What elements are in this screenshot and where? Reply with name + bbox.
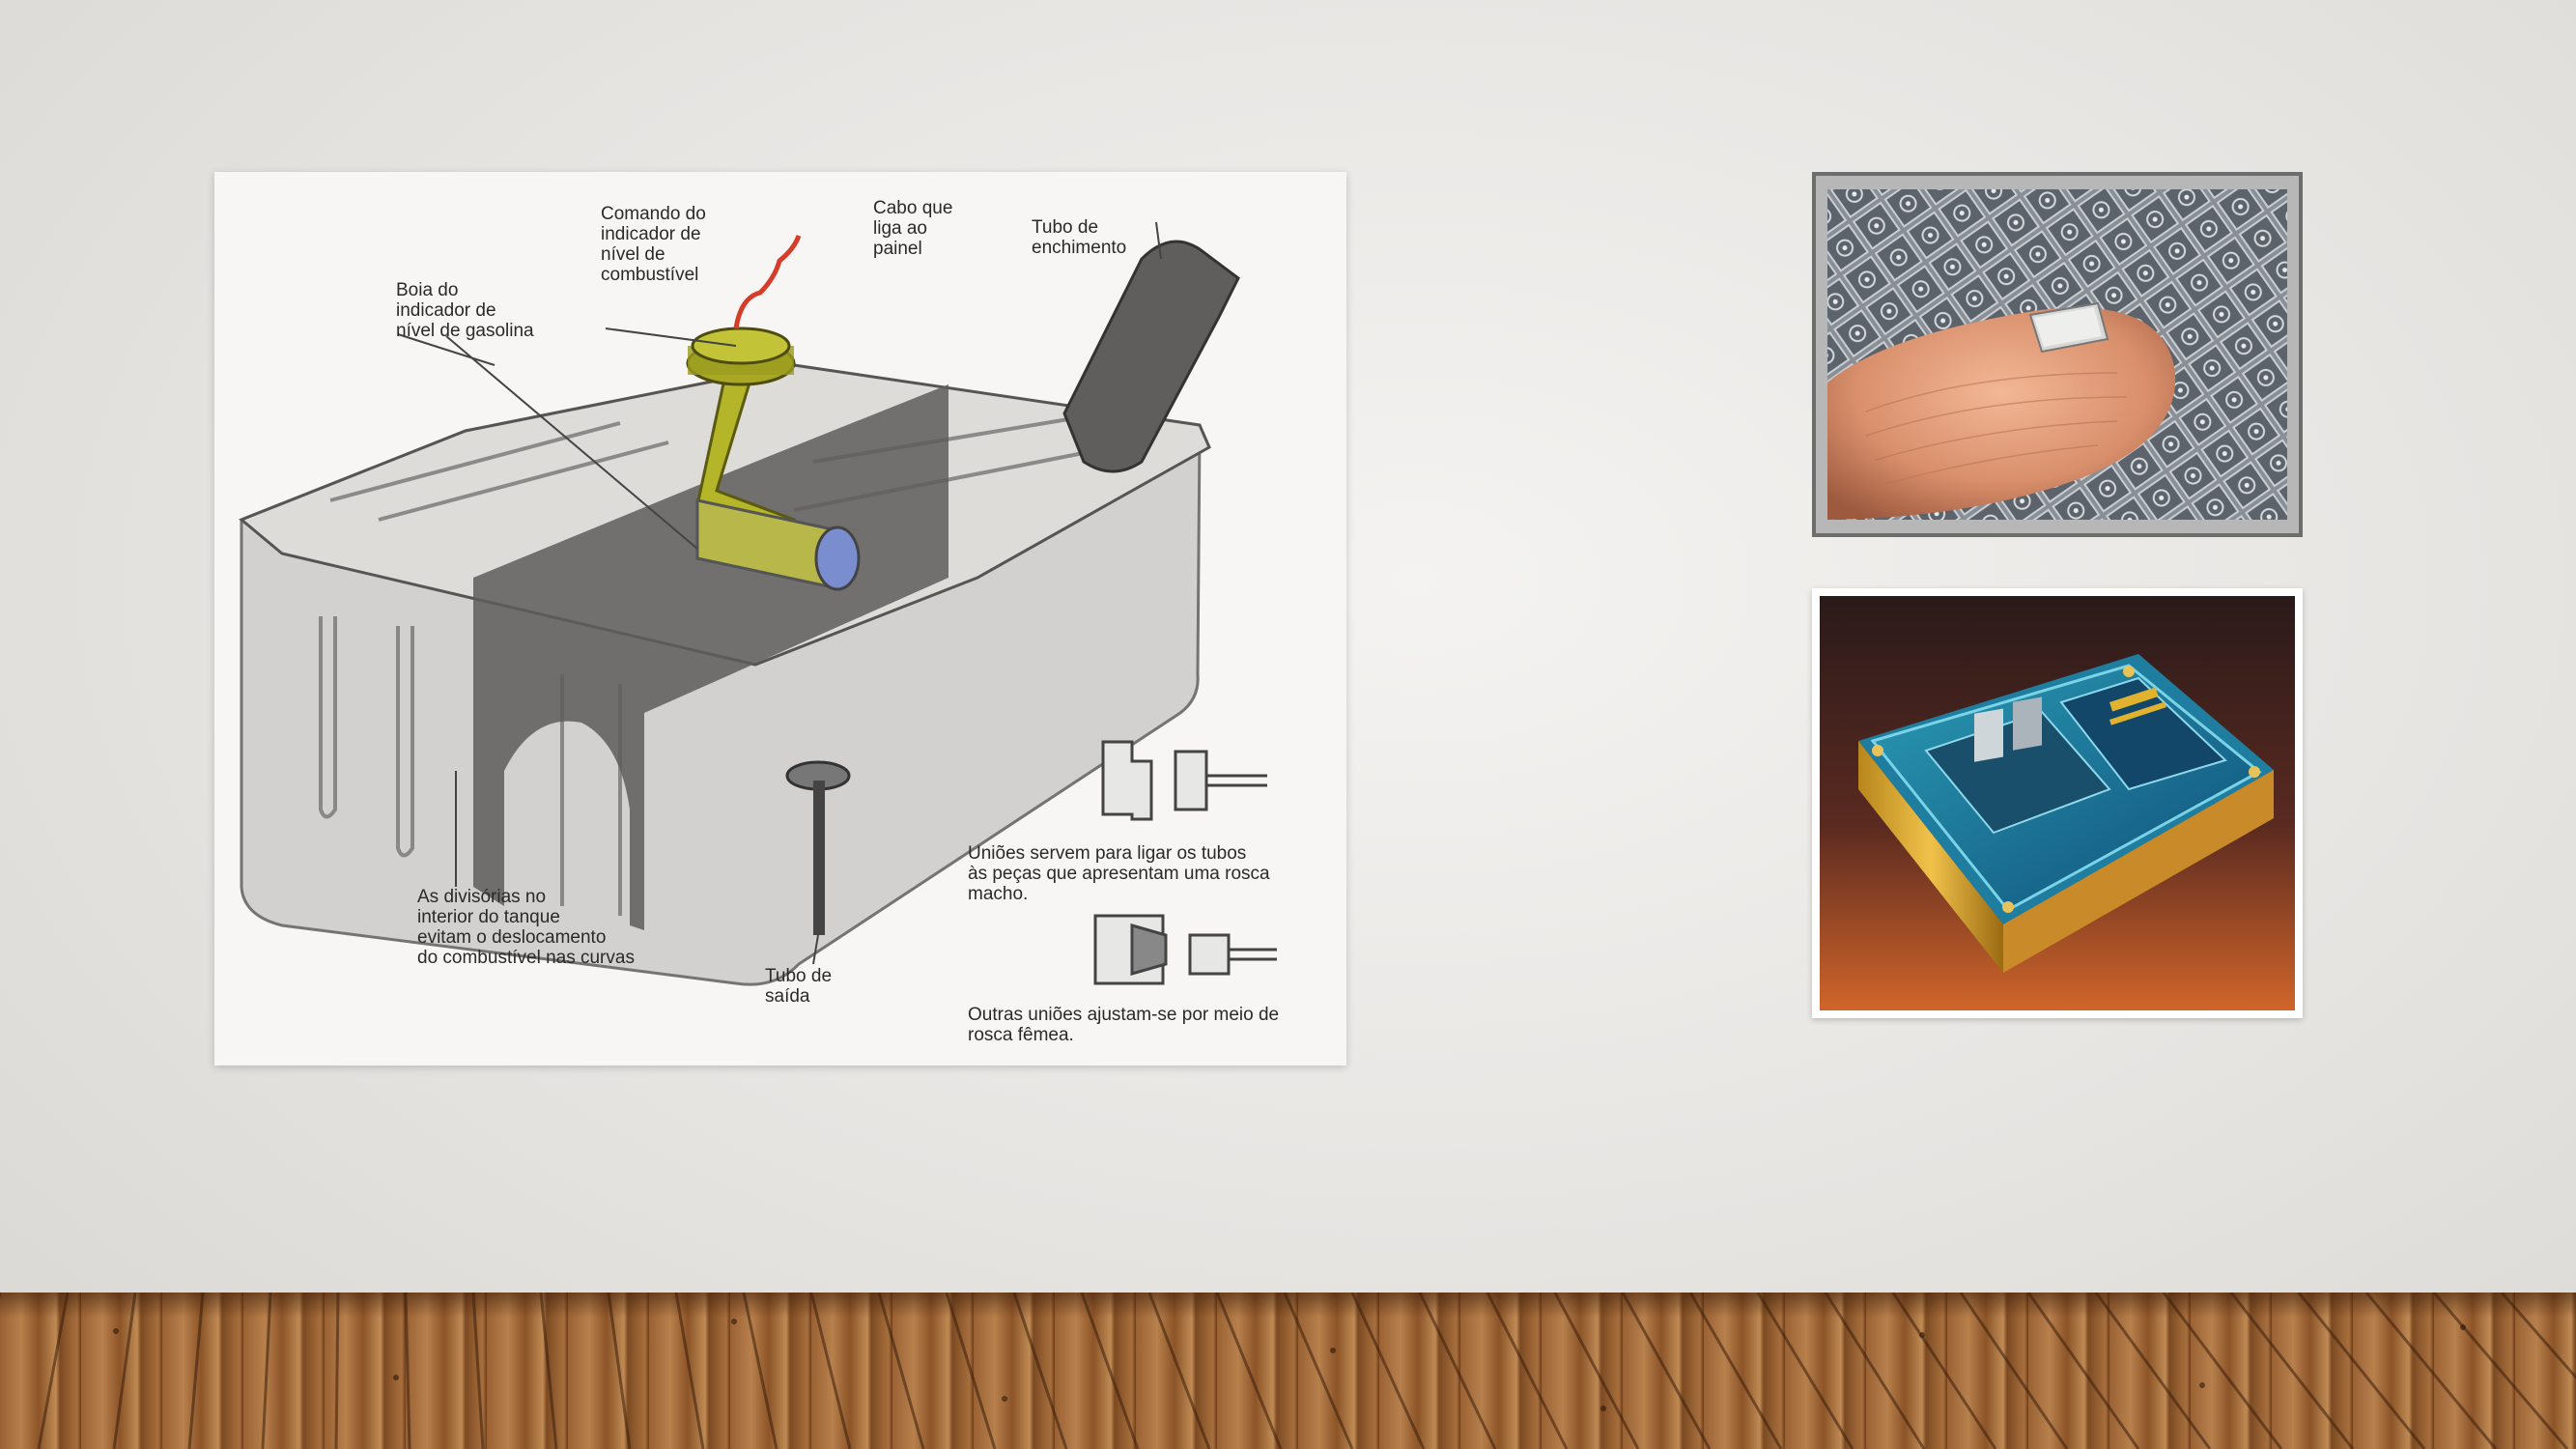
- quantum-processor-render-icon: [1820, 596, 2295, 1010]
- label-dividers: As divisórias no interior do tanque evit…: [417, 887, 635, 968]
- wooden-floor: [0, 1293, 2576, 1449]
- label-command: Comando do indicador de nível de combust…: [601, 204, 706, 285]
- fuel-tank-drawing-icon: [214, 172, 1346, 1065]
- label-cable: Cabo que liga ao painel: [873, 198, 952, 259]
- label-fill-tube: Tubo de enchimento: [1032, 217, 1126, 258]
- quantum-chip-photo: [1812, 588, 2303, 1018]
- label-unions-female: Outras uniões ajustam-se por meio de ros…: [968, 1005, 1279, 1045]
- label-outlet-tube: Tubo de saída: [765, 966, 832, 1007]
- fuel-tank-diagram: Comando do indicador de nível de combust…: [214, 172, 1346, 1065]
- fingertip-chip-photo: [1812, 172, 2303, 537]
- label-float: Boia do indicador de nível de gasolina: [396, 280, 534, 341]
- floor-boards-icon: [0, 1293, 2576, 1449]
- fingertip-microchip-photo-icon: [1827, 189, 2287, 520]
- label-unions-male: Uniões servem para ligar os tubos às peç…: [968, 843, 1270, 904]
